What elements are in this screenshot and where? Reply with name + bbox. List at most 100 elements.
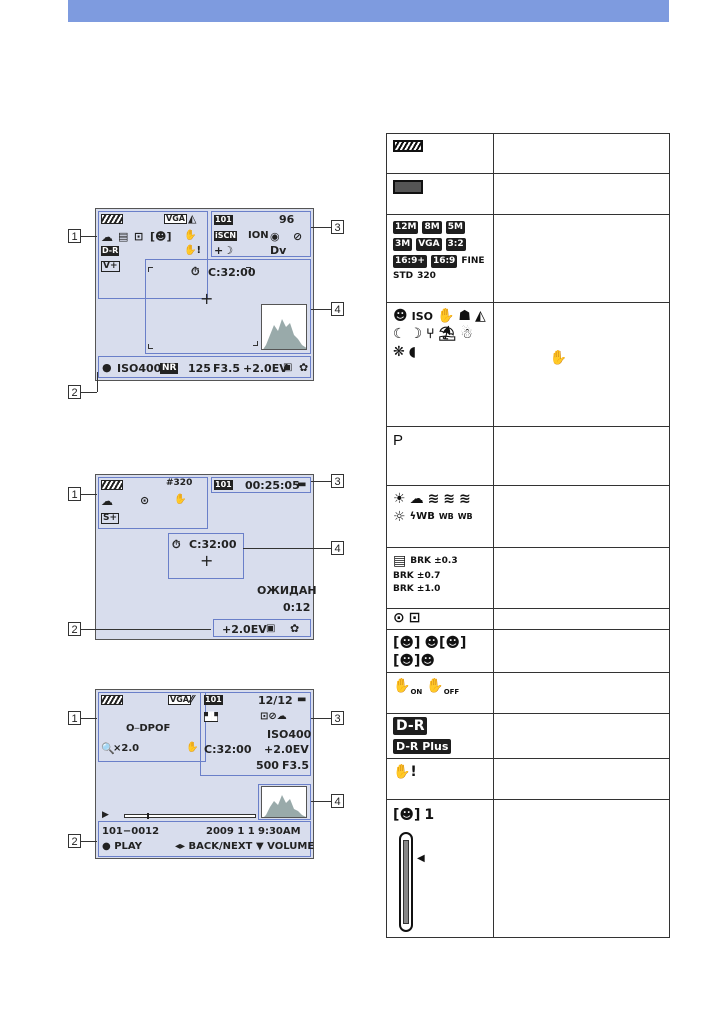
screen1-callout-2: 2: [68, 385, 81, 399]
screen2-callout-4: 4: [331, 541, 344, 555]
group2-outline: [98, 821, 311, 857]
burst-icon: ▤: [393, 553, 407, 569]
steadyshot-off-icon: ✋OFF: [426, 678, 460, 696]
table-row: D-R D-R Plus: [386, 713, 671, 759]
icon-cell: ☻ ISO ✋ ☗ ◭ ☾ ☽ ⑂ ⛱ ☃ ❋ ◖: [386, 302, 494, 427]
icon-cell: ✋!: [386, 758, 494, 800]
screen3-callout-3: 3: [331, 711, 344, 725]
screen1-lcd: VGA ◭ ☁ ▤ ⊡ [☻] ✋ D-R ✋! V+ 101 96 iSCN …: [95, 208, 314, 381]
timer-text: C:32:00: [204, 743, 252, 756]
folder-icon: 101: [204, 695, 223, 705]
screen3-lcd: VGA ⁄⁄ O─DPOF 🔍 ×2.0 ✋ 101 12/12 ▬ ▟▙ ⊡⊘…: [95, 689, 314, 859]
table-row: ⊙ ⊡: [386, 608, 671, 630]
histogram: [261, 786, 307, 818]
group1-outline: [98, 211, 208, 299]
screen3-callout-1: 1: [68, 711, 81, 725]
screen1-callout-2-vline: [97, 372, 98, 392]
image-size-3m-icon: 3M: [393, 238, 413, 251]
desc-cell: [492, 799, 671, 938]
image-size-icon: VGA: [164, 214, 187, 224]
bracket-03-icon: BRK ±0.3: [410, 555, 458, 566]
ev-text: +2.0EV: [264, 743, 309, 756]
screen1-callout-1-line: [81, 236, 97, 237]
image-size-vga-icon: VGA: [416, 238, 442, 251]
play-label: PLAY: [114, 841, 142, 852]
dv-icon: Dv: [270, 244, 287, 257]
back-next-label: BACK/NEXT: [188, 841, 253, 852]
table-row: 12M 8M 5M 3M VGA 3:2 16:9+ 16:9 FINE STD…: [386, 214, 671, 303]
smile-shutter-icon: [☻]: [393, 807, 421, 823]
red-eye-icon: ◉: [270, 230, 280, 243]
multi-metering-icon: ⊙: [393, 610, 405, 626]
fireworks-icon: ❋: [393, 344, 405, 360]
desc-cell: [492, 133, 671, 174]
icon-table: 12M 8M 5M 3M VGA 3:2 16:9+ 16:9 FINE STD…: [386, 133, 671, 938]
screen3-callout-4-line: [311, 801, 331, 802]
group4-outline: [145, 259, 311, 354]
iscn-badge: iSCN: [214, 231, 238, 241]
iso-text: ISO400: [267, 728, 312, 741]
volume-control[interactable]: ▼ VOLUME: [256, 841, 315, 852]
table-row: ▤ BRK ±0.3 BRK ±0.7 BRK ±1.0: [386, 547, 671, 609]
date-text: 2009 1 1: [206, 826, 255, 837]
desc-cell: [492, 608, 671, 630]
folder-icon: 101: [214, 480, 233, 490]
screen2-callout-2-line: [81, 629, 211, 630]
twilight-portrait-icon: ☾: [393, 326, 406, 342]
histogram: [261, 304, 307, 350]
daylight-icon: ☀: [393, 491, 406, 507]
standby-text: ОЖИДАН: [257, 584, 317, 597]
icon-cell: [386, 173, 494, 215]
remaining-time: 0:12: [283, 601, 311, 614]
macro-icon: +☽: [214, 244, 234, 257]
play-control[interactable]: ● PLAY: [102, 841, 142, 852]
dpof-text: O─DPOF: [126, 723, 171, 734]
playback-marker: [147, 813, 149, 819]
zoom-text: ×2.0: [113, 743, 140, 754]
af-frame-corner-tr: [246, 267, 251, 272]
movie-320-icon: 320: [417, 271, 436, 281]
screen3-callout-3-line: [311, 718, 331, 719]
metering-icon: ⊙: [140, 494, 150, 507]
screen2-callout-2: 2: [68, 622, 81, 636]
battery-icon: [101, 214, 123, 224]
group2-outline: [98, 356, 311, 378]
screen3-callout-4: 4: [331, 794, 344, 808]
file-number: 101−0012: [102, 826, 160, 837]
playback-bar[interactable]: [124, 813, 256, 819]
metering-mode-icon: ▣: [283, 362, 293, 373]
program-mode-icon: P: [393, 432, 404, 449]
gourmet-icon: ⑂: [426, 326, 435, 342]
steadyshot-icon: ✋: [184, 230, 197, 241]
screen2-callout-3-line: [311, 481, 331, 482]
media-icon: ▬: [297, 479, 307, 490]
anti-blur-icon: ✋: [549, 350, 568, 366]
battery-icon: [101, 480, 123, 490]
desc-cell: ✋: [492, 302, 671, 427]
steadyshot-icon: ✋: [174, 494, 187, 505]
screen1-callout-3-line: [311, 227, 331, 228]
play-triangle-icon[interactable]: ▶: [102, 810, 109, 820]
icon-cell: [☻]1 ◀: [386, 799, 494, 938]
steadyshot-on-label: ON: [410, 687, 423, 696]
table-row: [386, 173, 671, 215]
movie-std-icon: STD: [393, 271, 414, 281]
back-next-control[interactable]: ◂▸ BACK/NEXT: [175, 841, 253, 852]
flash-mode-icon: ION: [248, 230, 269, 241]
screen2-callout-3: 3: [331, 474, 344, 488]
image-size-3-2-icon: 3:2: [445, 238, 466, 251]
time-text: 9:30AM: [258, 826, 301, 837]
dpof-label: DPOF: [139, 723, 171, 734]
screen2-callout-1-line: [81, 494, 97, 495]
aperture-text: F3.5: [282, 759, 310, 772]
aperture-text: F3.5: [213, 362, 241, 375]
zoom-icon: 🔍: [101, 742, 115, 755]
desc-cell: [492, 758, 671, 800]
movie-fine-icon: FINE: [461, 256, 485, 266]
twilight-icon: ☽: [409, 326, 423, 342]
steadyshot-on-icon: ✋ON: [393, 678, 423, 696]
desc-cell: [492, 426, 671, 486]
protect-icon: ⁄⁄: [190, 693, 194, 706]
screen2-callout-1: 1: [68, 487, 81, 501]
group3-outline: [200, 692, 311, 776]
